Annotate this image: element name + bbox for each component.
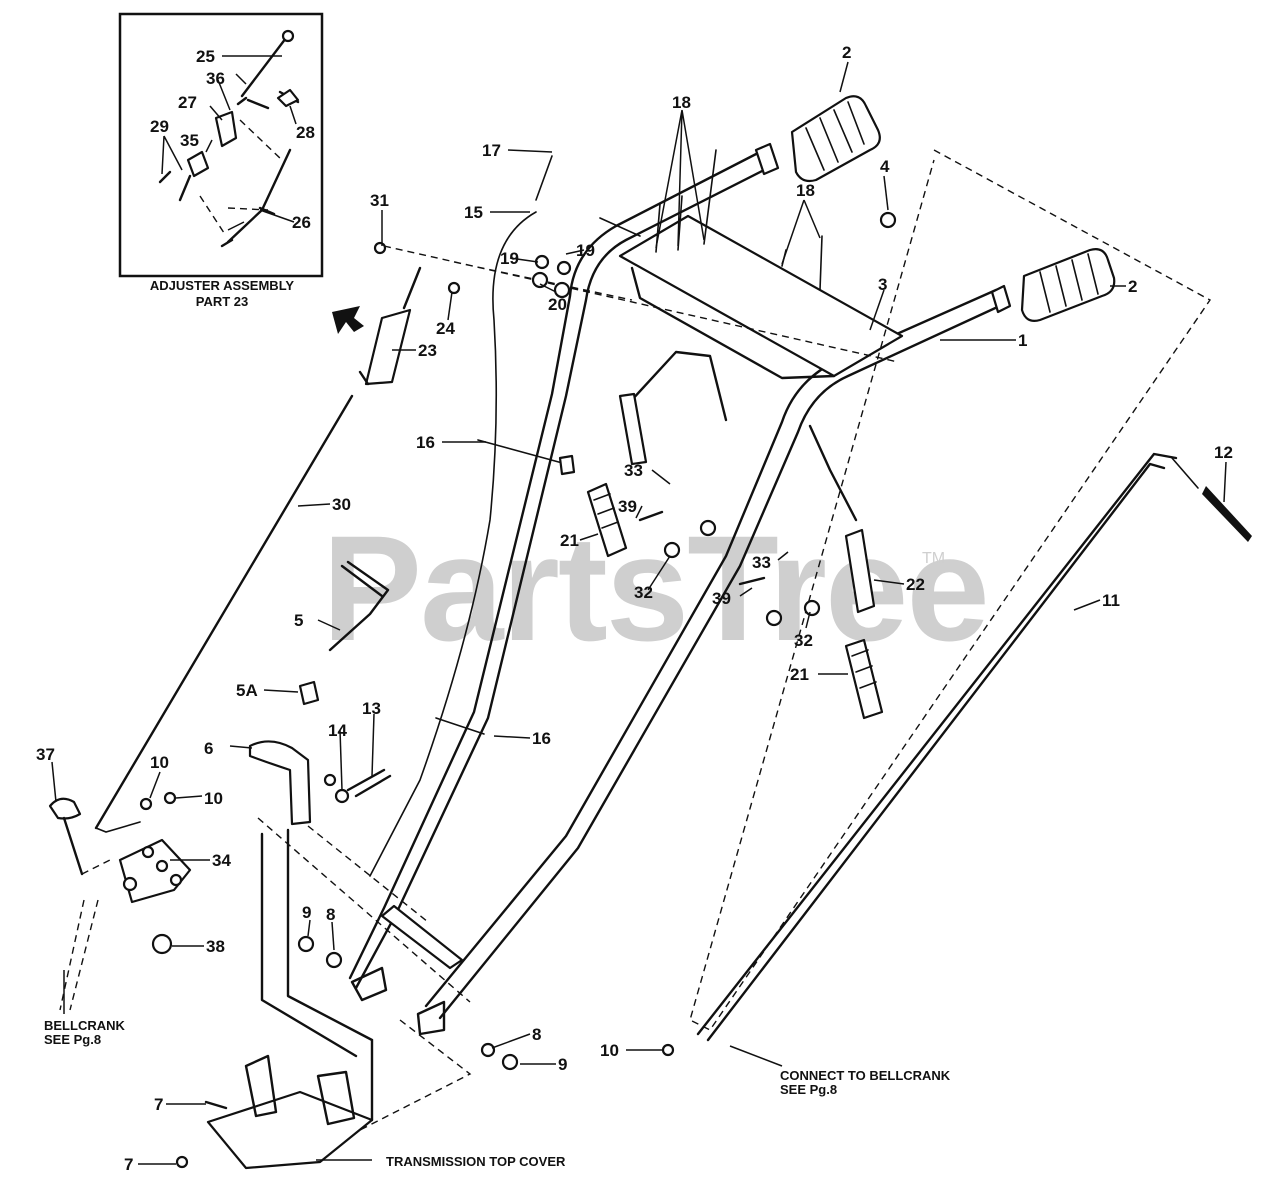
pivot-bracket-6: [248, 740, 312, 826]
callout-33-right: 33: [752, 553, 771, 572]
callout-2-top: 2: [842, 43, 851, 62]
callout-31: 31: [370, 191, 389, 210]
callout-1: 1: [1018, 331, 1027, 350]
grip-right: [1020, 248, 1116, 322]
callout-32-right: 32: [794, 631, 813, 650]
watermark-trademark: TM: [922, 550, 945, 567]
callout-14: 14: [328, 721, 347, 740]
leader-lines: [51, 55, 1227, 1165]
callout-21-left: 21: [560, 531, 579, 550]
note-transmission-top-cover: TRANSMISSION TOP COVER: [386, 1154, 566, 1169]
callout-3: 3: [878, 275, 887, 294]
callout-29: 29: [150, 117, 169, 136]
callout-18-right: 18: [796, 181, 815, 200]
callout-19-right: 19: [576, 241, 595, 260]
cable-16: [369, 211, 537, 877]
callout-24: 24: [436, 319, 455, 338]
callout-10-top: 10: [150, 753, 169, 772]
callout-7-upper: 7: [154, 1095, 163, 1114]
callout-12: 12: [1214, 443, 1233, 462]
callout-33-left: 33: [624, 461, 643, 480]
adjuster-assembly-inset: [118, 12, 324, 278]
callout-25: 25: [196, 47, 215, 66]
grip-left: [790, 95, 881, 183]
callout-28: 28: [296, 123, 315, 142]
callout-4: 4: [880, 157, 890, 176]
note-bellcrank-right-line1: CONNECT TO BELLCRANK: [780, 1068, 951, 1083]
bracket-34: [118, 838, 192, 904]
direction-arrow-icon: [332, 306, 364, 334]
callout-8-left: 8: [326, 905, 335, 924]
callout-6: 6: [204, 739, 213, 758]
transmission-top-cover: [206, 1090, 374, 1170]
callout-9-left: 9: [302, 903, 311, 922]
callout-34: 34: [212, 851, 231, 870]
callout-38: 38: [206, 937, 225, 956]
control-lever-left: [586, 350, 728, 558]
rod-11: [696, 452, 1178, 1036]
callout-9-right: 9: [558, 1055, 567, 1074]
shift-lever-5: [328, 560, 390, 652]
callout-5a: 5A: [236, 681, 258, 700]
control-lever-right: [808, 424, 884, 720]
callout-23: 23: [418, 341, 437, 360]
callout-16-upper: 16: [416, 433, 435, 452]
inset-caption-line1: ADJUSTER ASSEMBLY: [150, 278, 295, 293]
callout-19-left: 19: [500, 249, 519, 268]
callout-21-right: 21: [790, 665, 809, 684]
callout-17: 17: [482, 141, 501, 160]
cable-17-end: [535, 155, 553, 201]
note-bellcrank-left-line1: BELLCRANK: [44, 1018, 125, 1033]
callout-35: 35: [180, 131, 199, 150]
callout-labels: 1 2 2 3 4 5 5A 6 7 7 8 8 9 9 10 10 10 11…: [36, 43, 1233, 1174]
callout-16-lower: 16: [532, 729, 551, 748]
callout-10-mid: 10: [204, 789, 223, 808]
callout-39-left: 39: [618, 497, 637, 516]
callout-22: 22: [906, 575, 925, 594]
note-bellcrank-left-line2: SEE Pg.8: [44, 1032, 101, 1047]
handle-assembly: [257, 142, 1012, 1036]
callout-18-left: 18: [672, 93, 691, 112]
callout-11: 11: [1102, 591, 1120, 610]
callout-5: 5: [294, 611, 303, 630]
callout-39-right: 39: [712, 589, 731, 608]
callout-15: 15: [464, 203, 483, 222]
callout-8-right: 8: [532, 1025, 541, 1044]
note-bellcrank-right-line2: SEE Pg.8: [780, 1082, 837, 1097]
callout-20: 20: [548, 295, 567, 314]
inset-caption-line2: PART 23: [196, 294, 249, 309]
watermark-text: PartsTree: [322, 504, 988, 672]
callout-7-lower: 7: [124, 1155, 133, 1174]
callout-37: 37: [36, 745, 55, 764]
callout-10-bottom: 10: [600, 1041, 619, 1060]
callout-26: 26: [292, 213, 311, 232]
callout-36: 36: [206, 69, 225, 88]
callout-32-left: 32: [634, 583, 653, 602]
callout-13: 13: [362, 699, 381, 718]
rod-30: [94, 394, 354, 830]
callout-30: 30: [332, 495, 351, 514]
callout-2-right: 2: [1128, 277, 1137, 296]
callout-27: 27: [178, 93, 197, 112]
